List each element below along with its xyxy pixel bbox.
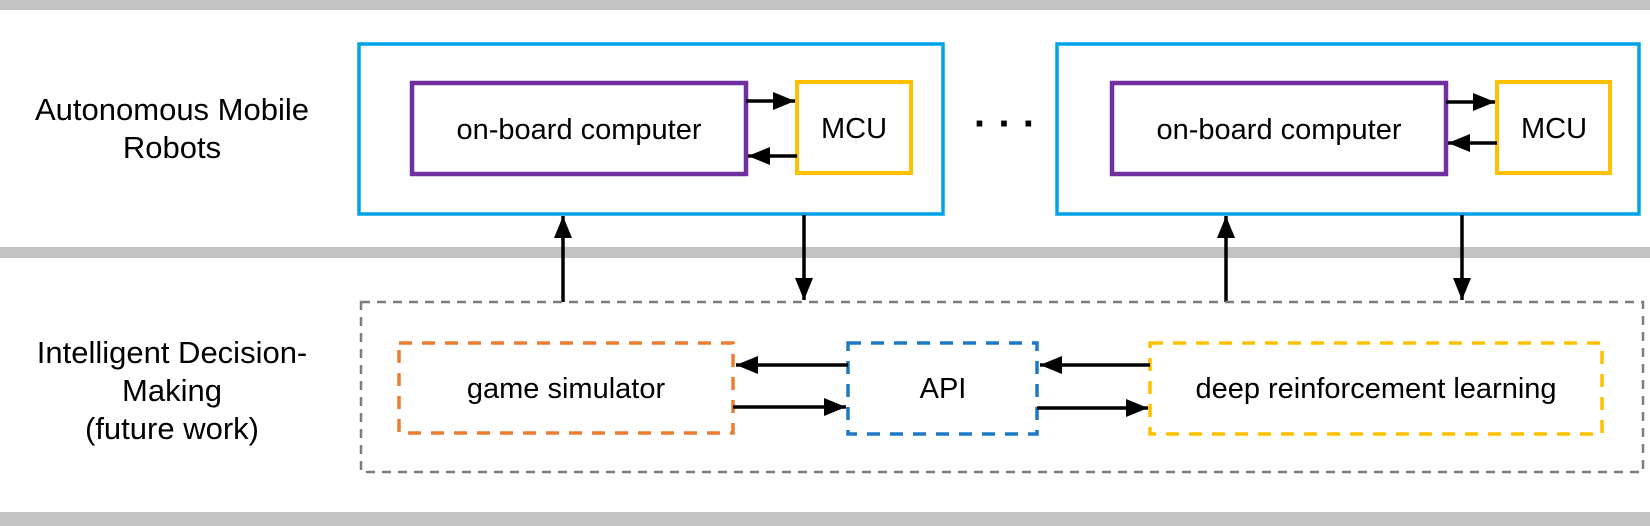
robots-section-label-line1: Autonomous Mobile: [35, 92, 309, 127]
onboard-computer-label-1: on-board computer: [456, 114, 701, 146]
robot-frame-box-2: [1055, 42, 1641, 216]
mcu-box-2: [1495, 80, 1612, 175]
game-simulator-box: [397, 341, 735, 435]
onboard-computer-box-2: [1109, 80, 1449, 177]
separator-bar-middle: [0, 247, 1650, 258]
separator-bar-top: [0, 0, 1650, 10]
idm-section-label-line2: Making: [122, 373, 222, 408]
mcu-label-1: MCU: [821, 113, 887, 145]
onboard-computer-label-2: on-board computer: [1156, 114, 1401, 146]
robot-node-2: on-board computer MCU: [1055, 42, 1641, 216]
drl-box: [1148, 341, 1604, 436]
idm-group: game simulator API deep reinforcement le…: [359, 300, 1645, 474]
idm-frame-box: [359, 300, 1645, 474]
idm-section-label-line3: (future work): [85, 411, 259, 446]
mcu-box-1: [795, 80, 913, 175]
mcu-label-2: MCU: [1521, 113, 1587, 145]
robots-section-label-line2: Robots: [123, 130, 221, 165]
api-box: [846, 341, 1039, 436]
api-label: API: [920, 373, 967, 405]
separator-bar-bottom: [0, 512, 1650, 526]
robot-node-1: on-board computer MCU: [357, 42, 945, 216]
ellipsis-dots: · · ·: [974, 102, 1036, 146]
drl-label: deep reinforcement learning: [1195, 373, 1556, 405]
idm-section-label-line1: Intelligent Decision-: [37, 335, 308, 370]
robot-frame-box-1: [357, 42, 945, 216]
onboard-computer-box-1: [409, 80, 749, 177]
game-simulator-label: game simulator: [467, 373, 666, 405]
